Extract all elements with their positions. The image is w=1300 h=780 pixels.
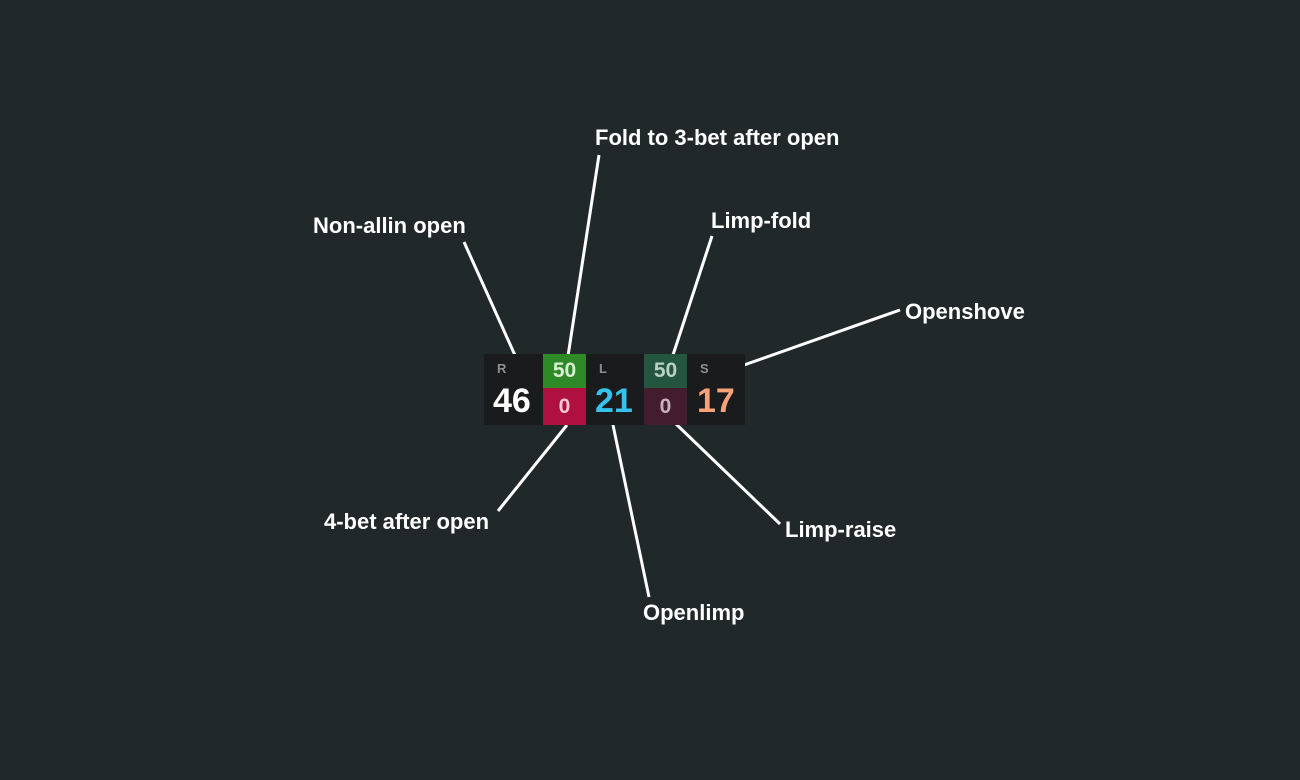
limp-letter: L [599,361,607,376]
connector-openlimp [611,424,651,598]
limp-fold-cell[interactable]: 50 [644,354,687,388]
raise-letter: R [497,361,507,376]
label-4bet-after-open: 4-bet after open [324,509,490,534]
label-limp-raise: Limp-raise [785,517,897,542]
openlimp-value: 21 [595,382,633,420]
label-limp-fold: Limp-fold [711,208,812,233]
fold-to-3bet-value: 50 [552,359,577,382]
label-fold-to-3bet-after-open: Fold to 3-bet after open [595,125,840,150]
label-non-allin-open: Non-allin open [313,213,466,238]
connector-limp-fold [670,235,714,359]
connector-fold-to-3bet [566,154,601,357]
limp-raise-value: 0 [659,394,672,418]
limp-fold-value: 50 [653,359,678,382]
connector-limp-raise [673,421,782,526]
connector-non-allin-open [462,241,520,363]
hud-cell-raise[interactable]: R 46 [484,354,543,425]
label-openshove: Openshove [905,299,1025,324]
four-bet-value: 0 [558,394,571,418]
label-openlimp: Openlimp [643,600,745,625]
hud-cell-limp[interactable]: L 21 [586,354,644,425]
hud-panel[interactable]: R 46 50 0 L 21 50 0 S 17 [484,354,745,425]
four-bet-cell[interactable]: 0 [543,388,586,425]
connector-openshove [726,308,901,373]
shove-letter: S [700,361,709,376]
limp-raise-cell[interactable]: 0 [644,388,687,425]
connector-4bet-after-open [496,424,569,512]
openshove-value: 17 [697,382,735,420]
raise-value: 46 [493,382,531,420]
fold-to-3bet-cell[interactable]: 50 [543,354,586,388]
hud-cell-shove[interactable]: S 17 [687,354,745,425]
